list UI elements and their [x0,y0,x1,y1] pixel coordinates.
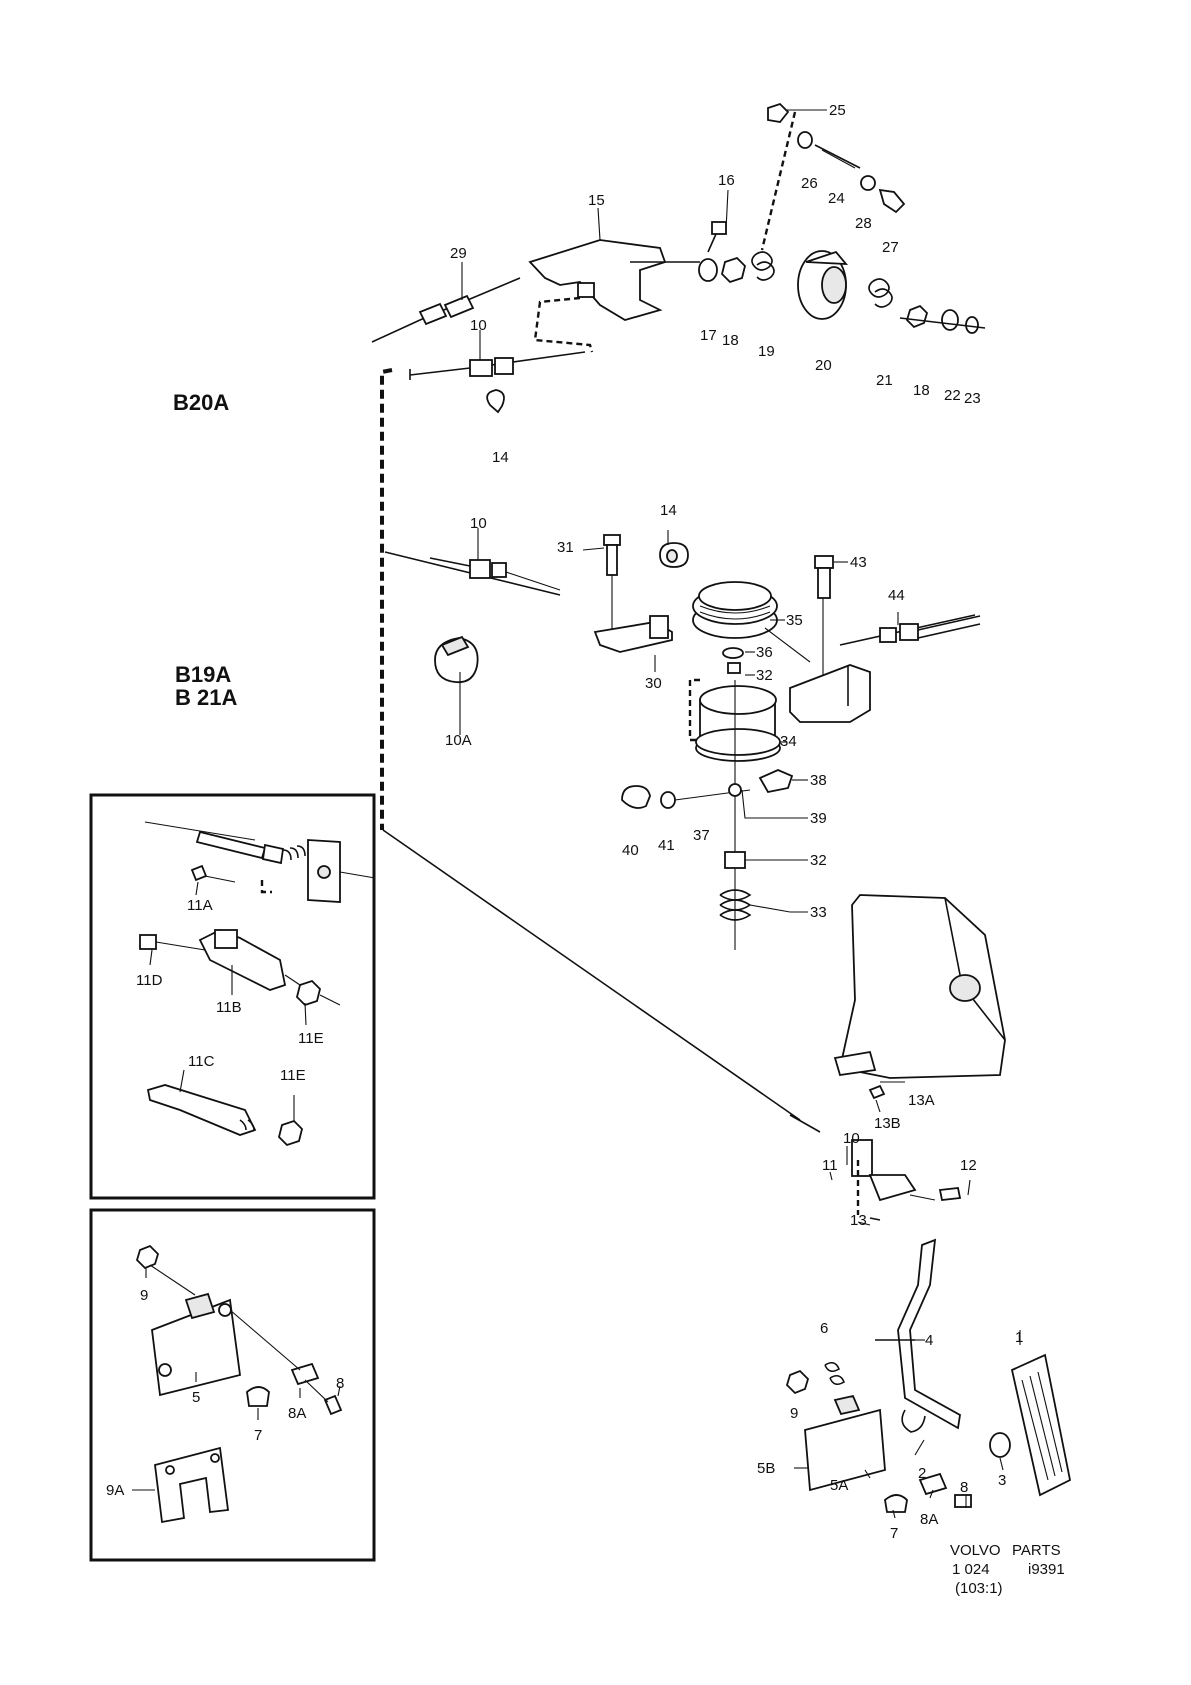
part-label: 30 [645,675,662,692]
part-label: 23 [964,390,981,407]
part-label: 2 [918,1465,926,1482]
part-label: 9 [790,1405,798,1422]
part-label: 10 [470,515,487,532]
part-label: 35 [786,612,803,629]
engine-label-b21a: B 21A [175,685,237,710]
part-label: 24 [828,190,845,207]
part-label: 21 [876,372,893,389]
part-label: 11E [280,1067,306,1084]
part-label: 5A [830,1477,848,1494]
part-label: 44 [888,587,905,604]
part-label: 15 [588,192,605,209]
inset-box-cable-bracket [89,793,376,1200]
footer-illustration-ref: i9391 [1028,1561,1065,1578]
part-label: 43 [850,554,867,571]
part-label: 37 [693,827,710,844]
part-label: 31 [557,539,574,556]
footer-catalog-number: 1 024 [952,1561,990,1578]
part-label: 29 [450,245,467,262]
part-label: 27 [882,239,899,256]
part-label: 7 [890,1525,898,1542]
part-label: 41 [658,837,675,854]
part-label: 16 [718,172,735,189]
engine-label-b19a: B19A [175,662,231,687]
part-label: 11E [298,1030,324,1047]
part-label: 22 [944,387,961,404]
inset-box-pedal-bracket [89,1208,376,1562]
part-label: 5 [192,1389,200,1406]
part-label: 12 [960,1157,977,1174]
part-label: 11C [188,1053,215,1070]
part-label: 32 [810,852,827,869]
part-label: 11D [136,972,163,989]
part-label: 9A [106,1482,124,1499]
footer-section: PARTS [1012,1542,1061,1559]
part-label: 34 [780,733,797,750]
part-label: 11B [216,999,242,1016]
part-label: 14 [660,502,677,519]
part-label: 19 [758,343,775,360]
cable-route-dashed [380,368,393,830]
footer-reference: VOLVO PARTS 1 024 i9391 (103:1) [950,1542,1065,1597]
part-label: 8 [336,1375,344,1392]
part-label: 28 [855,215,872,232]
part-label: 13 [850,1212,867,1229]
engine-label-b20a: B20A [173,390,229,415]
part-label: 38 [810,772,827,789]
part-label: 8A [288,1405,306,1422]
part-label: 13A [908,1092,935,1109]
engine-group-labels: B20A B19A B 21A [173,390,237,710]
part-label: 8 [960,1479,968,1496]
part-label: 17 [700,327,717,344]
part-label: 13B [874,1115,901,1132]
part-label: 5B [757,1460,775,1477]
part-label: 26 [801,175,818,192]
part-label: 25 [829,102,846,119]
part-label: 18 [913,382,930,399]
part-number-labels: 25 26 24 28 27 16 15 29 17 18 19 20 21 1… [106,102,1023,1542]
part-label: 11 [822,1157,838,1174]
footer-brand: VOLVO [950,1542,1001,1559]
part-label: 4 [925,1332,933,1349]
part-label: 39 [810,810,827,827]
leader-lines [132,109,1021,1519]
part-label: 20 [815,357,832,374]
part-label: 3 [998,1472,1006,1489]
part-label: 7 [254,1427,262,1444]
part-label: 32 [756,667,773,684]
part-label: 14 [492,449,509,466]
throttle-cable-line [382,829,801,1121]
part-label: 9 [140,1287,148,1304]
part-label: 10A [445,732,472,749]
part-label: 8A [920,1511,938,1528]
part-label: 6 [820,1320,828,1337]
part-label: 36 [756,644,773,661]
part-label: 18 [722,332,739,349]
part-label: 10 [843,1130,860,1147]
part-label: 11A [187,897,213,914]
b19a-b21a-assembly [429,534,1072,1513]
part-label: 33 [810,904,827,921]
part-label: 10 [470,317,487,334]
footer-page-ref: (103:1) [955,1580,1003,1597]
b20a-assembly [371,102,986,414]
part-label: 40 [622,842,639,859]
part-label: 1 [1015,1329,1023,1346]
